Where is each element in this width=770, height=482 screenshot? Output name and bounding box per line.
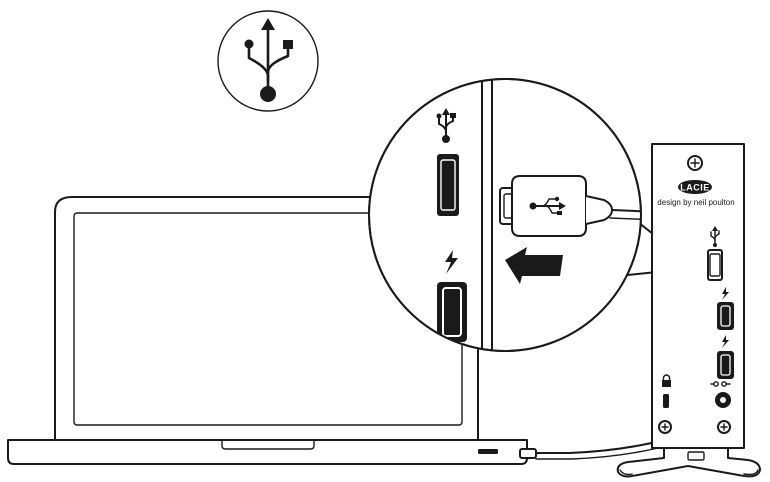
- laptop-side-port: [478, 449, 498, 454]
- drive-lock-slot: [663, 394, 669, 408]
- laptop-cable-plug: [519, 448, 537, 459]
- usb-icon: [436, 108, 456, 143]
- thunderbolt-port: [437, 282, 467, 342]
- thunderbolt-icon: [722, 335, 729, 348]
- screw-icon: [687, 155, 703, 171]
- brand-logo-badge: [678, 180, 712, 194]
- drive-stand: [616, 447, 761, 478]
- usb-icon: [244, 18, 293, 102]
- usb-plug: [499, 175, 641, 237]
- thunderbolt-icon: [722, 287, 729, 300]
- usb-icon: [710, 226, 720, 247]
- brand-logo: LACIE: [680, 183, 710, 193]
- drive: LACIE design by neil poulton: [616, 143, 761, 478]
- drive-usb-port: [707, 249, 723, 281]
- magnified-view: [368, 78, 642, 352]
- laptop-trackpad-notch: [221, 439, 315, 450]
- lock-icon: [662, 374, 671, 387]
- usb-badge: [217, 10, 319, 112]
- screw-icon: [717, 420, 731, 434]
- laptop-base: [7, 439, 528, 465]
- dc-power-icon: [710, 381, 731, 387]
- laptop: [7, 196, 537, 465]
- arrow-icon: [505, 247, 563, 284]
- usb-port: [437, 154, 459, 216]
- usb-icon: [529, 196, 566, 215]
- screw-icon: [658, 420, 672, 434]
- brand-tagline: design by neil poulton: [657, 198, 734, 207]
- thunderbolt-icon: [445, 250, 458, 274]
